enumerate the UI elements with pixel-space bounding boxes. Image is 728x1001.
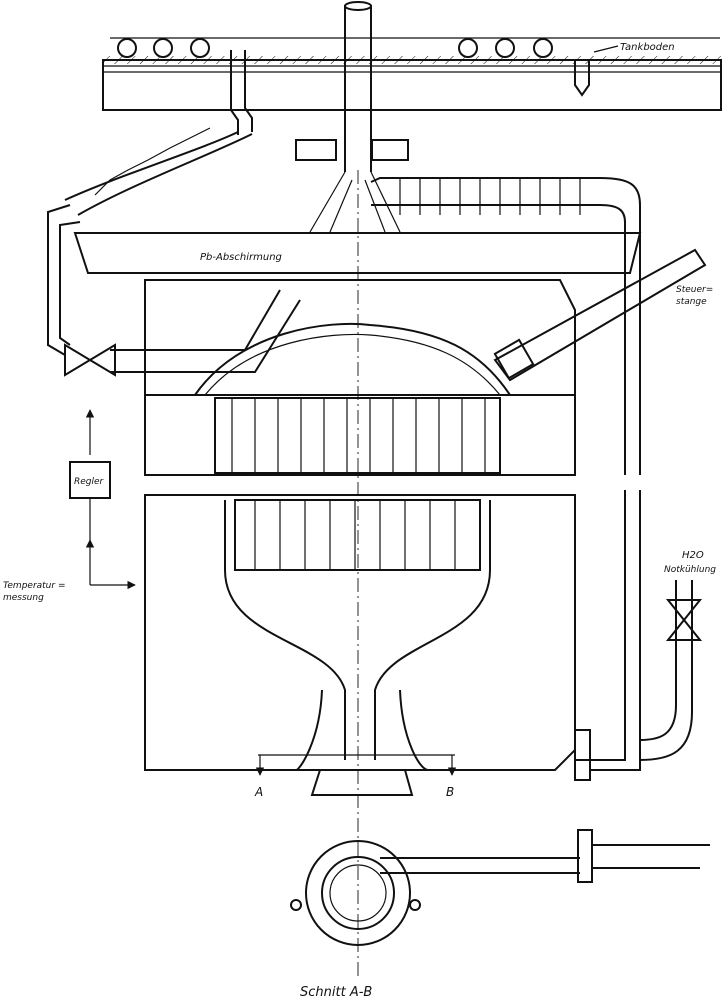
left-bellows-pipe bbox=[47, 50, 253, 356]
label-section-b: B bbox=[446, 785, 454, 799]
left-valve bbox=[64, 343, 116, 377]
water-valve bbox=[574, 580, 703, 781]
tank-floor bbox=[102, 37, 722, 111]
control-rod bbox=[493, 248, 707, 382]
label-section-a: A bbox=[254, 785, 263, 799]
label-pb-abschirmung: Pb-Abschirmung bbox=[200, 252, 282, 263]
label-temperatur-1: Temperatur = bbox=[3, 581, 66, 591]
core-fuel-upper bbox=[214, 397, 501, 474]
left-inlet-pipe bbox=[110, 289, 301, 373]
label-tankboden: Tankboden bbox=[620, 42, 675, 53]
label-regler: Regler bbox=[74, 477, 105, 487]
right-bellows-pipe bbox=[370, 177, 641, 771]
label-notkuehlung: Notkühlung bbox=[664, 565, 716, 575]
vessel-dome bbox=[193, 322, 512, 396]
label-section-caption: Schnitt A-B bbox=[300, 985, 372, 1000]
tank-floor-tubes bbox=[110, 37, 720, 58]
lower-shield-block bbox=[144, 494, 576, 771]
label-temperatur-2: messung bbox=[3, 593, 44, 603]
regler-control bbox=[69, 409, 136, 590]
section-marks bbox=[255, 754, 457, 776]
label-steuerstange-2: stange bbox=[676, 297, 707, 307]
label-steuerstange-1: Steuer= bbox=[676, 285, 713, 295]
label-h2o: H2O bbox=[682, 550, 704, 561]
section-ab-view bbox=[290, 829, 710, 946]
pb-shielding bbox=[73, 232, 642, 274]
core-fuel-lower bbox=[224, 499, 491, 760]
outlet-nozzle bbox=[295, 689, 429, 796]
central-pipe bbox=[295, 1, 409, 233]
